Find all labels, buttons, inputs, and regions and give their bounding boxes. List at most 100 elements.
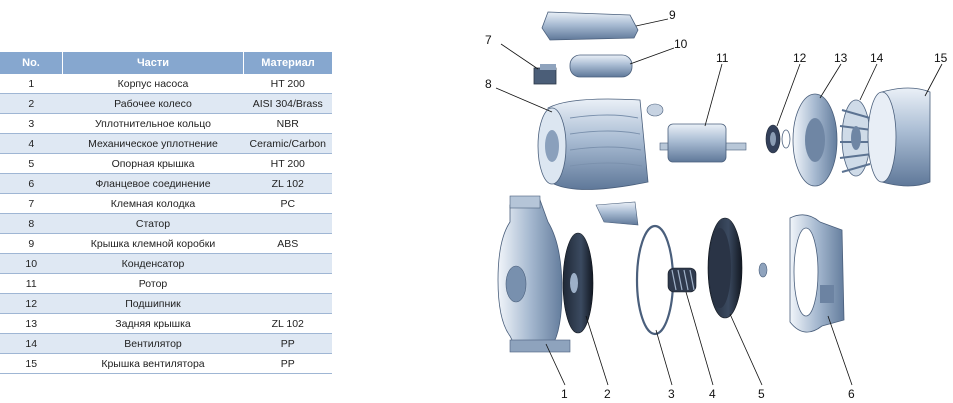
cell-material [243,293,332,314]
cell-material: ZL 102 [243,313,332,334]
cell-material [243,273,332,294]
cell-part: Конденсатор [62,253,244,274]
cell-no: 5 [0,153,63,174]
rotor-part [659,123,747,163]
mechanical-seal-part [667,267,697,293]
rear-cover-part [792,93,838,187]
cell-material: ZL 102 [243,173,332,194]
impeller-part [562,232,594,334]
callout-1: 1 [561,387,568,401]
callout-3: 3 [668,387,675,401]
cell-part: Вентилятор [62,333,244,354]
cell-no: 4 [0,133,63,154]
callout-9: 9 [669,8,676,22]
cell-no: 1 [0,74,63,94]
cell-material: Ceramic/Carbon [243,133,332,154]
stator-part [537,98,664,190]
cell-no: 14 [0,333,63,354]
table-header-row: No. Части Материал [0,52,332,74]
cell-part: Опорная крышка [62,153,244,174]
pump-housing-part [497,195,571,353]
support-cover-part [707,217,743,319]
callout-4: 4 [709,387,716,401]
cell-part: Крышка вентилятора [62,353,244,374]
callout-15: 15 [934,51,948,65]
cell-material: PC [243,193,332,214]
callout-5: 5 [758,387,765,401]
cell-material: ABS [243,233,332,254]
cell-no: 6 [0,173,63,194]
cell-material [243,253,332,274]
cell-part: Статор [62,213,244,234]
cell-no: 13 [0,313,63,334]
fan-part [839,99,873,177]
capacitor-part [569,54,633,78]
header-material: Материал [243,52,332,74]
cell-part: Уплотнительное кольцо [62,113,244,134]
cell-part: Механическое уплотнение [62,133,244,154]
cell-no: 11 [0,273,63,294]
callout-10: 10 [674,37,688,51]
cell-part: Рабочее колесо [62,93,244,114]
callout-11: 11 [716,51,729,65]
terminal-box-cover-part [541,11,639,41]
bracket-part [595,201,639,226]
cell-no: 12 [0,293,63,314]
terminal-block-part [533,64,557,85]
cell-no: 10 [0,253,63,274]
cell-part: Подшипник [62,293,244,314]
callout-8: 8 [485,77,492,91]
fan-cover-part [867,87,931,187]
cell-no: 2 [0,93,63,114]
o-ring-part [635,224,675,336]
cell-part: Крышка клемной коробки [62,233,244,254]
cell-no: 9 [0,233,63,254]
header-part: Части [62,52,244,74]
cell-material [243,213,332,234]
callout-12: 12 [793,51,807,65]
cell-material: NBR [243,113,332,134]
cell-part: Ротор [62,273,244,294]
callout-7: 7 [485,33,492,47]
callout-numbers: 1 2 3 4 5 6 7 8 9 10 11 12 13 14 15 [485,8,948,401]
cell-material: HT 200 [243,153,332,174]
header-no: No. [0,52,63,74]
exploded-pump-diagram: 1 2 3 4 5 6 7 8 9 10 11 12 13 14 15 [485,8,948,401]
callout-6: 6 [848,387,855,401]
cell-part: Клемная колодка [62,193,244,214]
cell-no: 8 [0,213,63,234]
cell-material: PP [243,333,332,354]
flange-connection-part [789,214,845,333]
cell-part: Фланцевое соединение [62,173,244,194]
bearing-part [765,124,791,154]
cell-part: Задняя крышка [62,313,244,334]
cell-no: 15 [0,353,63,374]
leader-lines [495,18,943,386]
callout-13: 13 [834,51,848,65]
cell-material: HT 200 [243,74,332,94]
cell-part: Корпус насоса [62,74,244,94]
cell-material: PP [243,353,332,374]
callout-14: 14 [870,51,884,65]
nut-part [758,262,768,278]
cell-material: AISI 304/Brass [243,93,332,114]
cell-no: 7 [0,193,63,214]
callout-2: 2 [604,387,611,401]
cell-no: 3 [0,113,63,134]
